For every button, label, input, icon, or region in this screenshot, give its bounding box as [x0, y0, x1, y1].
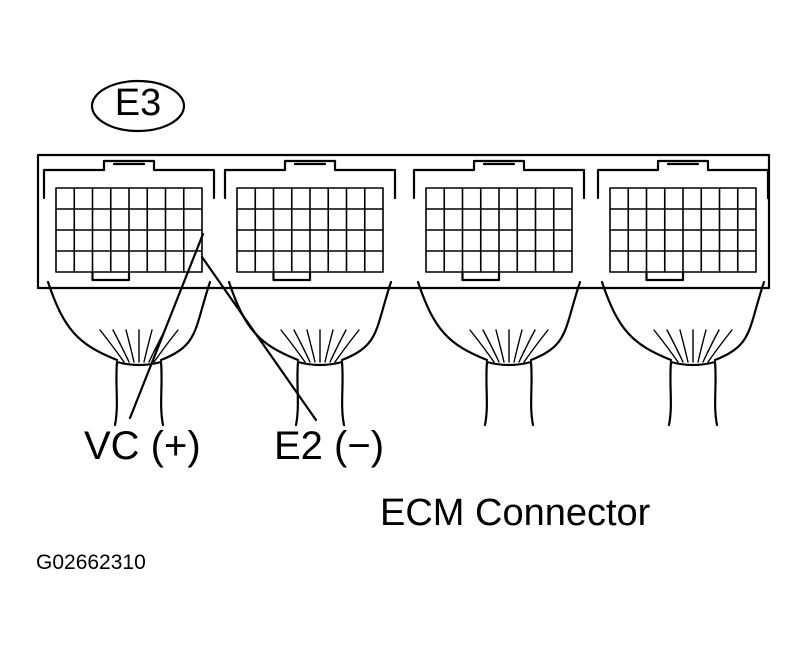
- wire-strand: [697, 329, 707, 363]
- wire-strand: [482, 329, 500, 363]
- wire-strand: [495, 329, 505, 363]
- wire-strand: [666, 329, 684, 363]
- connector-blocks: [42, 159, 770, 282]
- keying-notch: [272, 270, 312, 282]
- connector-block: [412, 159, 586, 282]
- bundle-right-curve: [159, 280, 212, 362]
- keying-notch: [461, 270, 501, 282]
- wire-strand: [523, 329, 549, 363]
- badge-ellipse: [90, 79, 186, 133]
- bundle-left-curve: [600, 280, 673, 362]
- block-outline: [223, 159, 397, 200]
- figure-id: G02662310: [36, 551, 146, 574]
- wire-strand: [518, 329, 536, 363]
- block-outline: [412, 159, 586, 200]
- wire-strand: [280, 329, 306, 363]
- terminal-grid: [425, 187, 573, 273]
- bundle-left-curve: [416, 280, 489, 362]
- bundle-left-curve: [46, 280, 119, 362]
- wire-strand: [469, 329, 495, 363]
- vc-terminal-label: VC (+): [84, 424, 201, 468]
- wire-bundles: [46, 280, 766, 427]
- wire-bundle: [416, 280, 582, 427]
- wire-sleeve: [294, 360, 346, 427]
- wire-strand: [153, 329, 179, 363]
- wire-bundle: [46, 280, 212, 427]
- connector-block: [596, 159, 770, 282]
- wire-strand: [293, 329, 311, 363]
- wire-strand: [112, 329, 130, 363]
- block-outline: [596, 159, 770, 200]
- terminal-grid: [55, 187, 203, 273]
- terminal-grid: [609, 187, 757, 273]
- e2-leader-line: [200, 255, 318, 422]
- wire-strand: [653, 329, 679, 363]
- bundle-left-curve: [227, 280, 300, 362]
- wire-bundle: [227, 280, 393, 427]
- keying-notch: [91, 270, 131, 282]
- wire-strand: [306, 329, 316, 363]
- connector-block: [223, 159, 397, 282]
- wire-sleeve: [667, 360, 719, 427]
- wire-strand: [324, 329, 334, 363]
- wire-strand: [679, 329, 689, 363]
- keying-notch: [645, 270, 685, 282]
- block-outline: [42, 159, 216, 200]
- e2-terminal-label: E2 (−): [274, 424, 385, 468]
- wire-bundle: [600, 280, 766, 427]
- wire-strand: [125, 329, 135, 363]
- vc-leader-line: [128, 232, 205, 420]
- connector-badge-label: E3: [114, 82, 162, 124]
- wire-strand: [513, 329, 523, 363]
- bundle-right-curve: [529, 280, 582, 362]
- wire-strand: [99, 329, 125, 363]
- wire-sleeve: [483, 360, 535, 427]
- wire-strand: [334, 329, 360, 363]
- wire-strand: [702, 329, 720, 363]
- wire-strand: [143, 329, 153, 363]
- wire-strand: [707, 329, 733, 363]
- connector-block: [42, 159, 216, 282]
- wire-sleeve: [113, 360, 165, 427]
- bundle-right-curve: [340, 280, 393, 362]
- bundle-right-curve: [713, 280, 766, 362]
- ecm-connector-label: ECM Connector: [380, 492, 651, 534]
- terminal-grid: [236, 187, 384, 273]
- connector-housing: [36, 153, 771, 290]
- wire-strand: [329, 329, 347, 363]
